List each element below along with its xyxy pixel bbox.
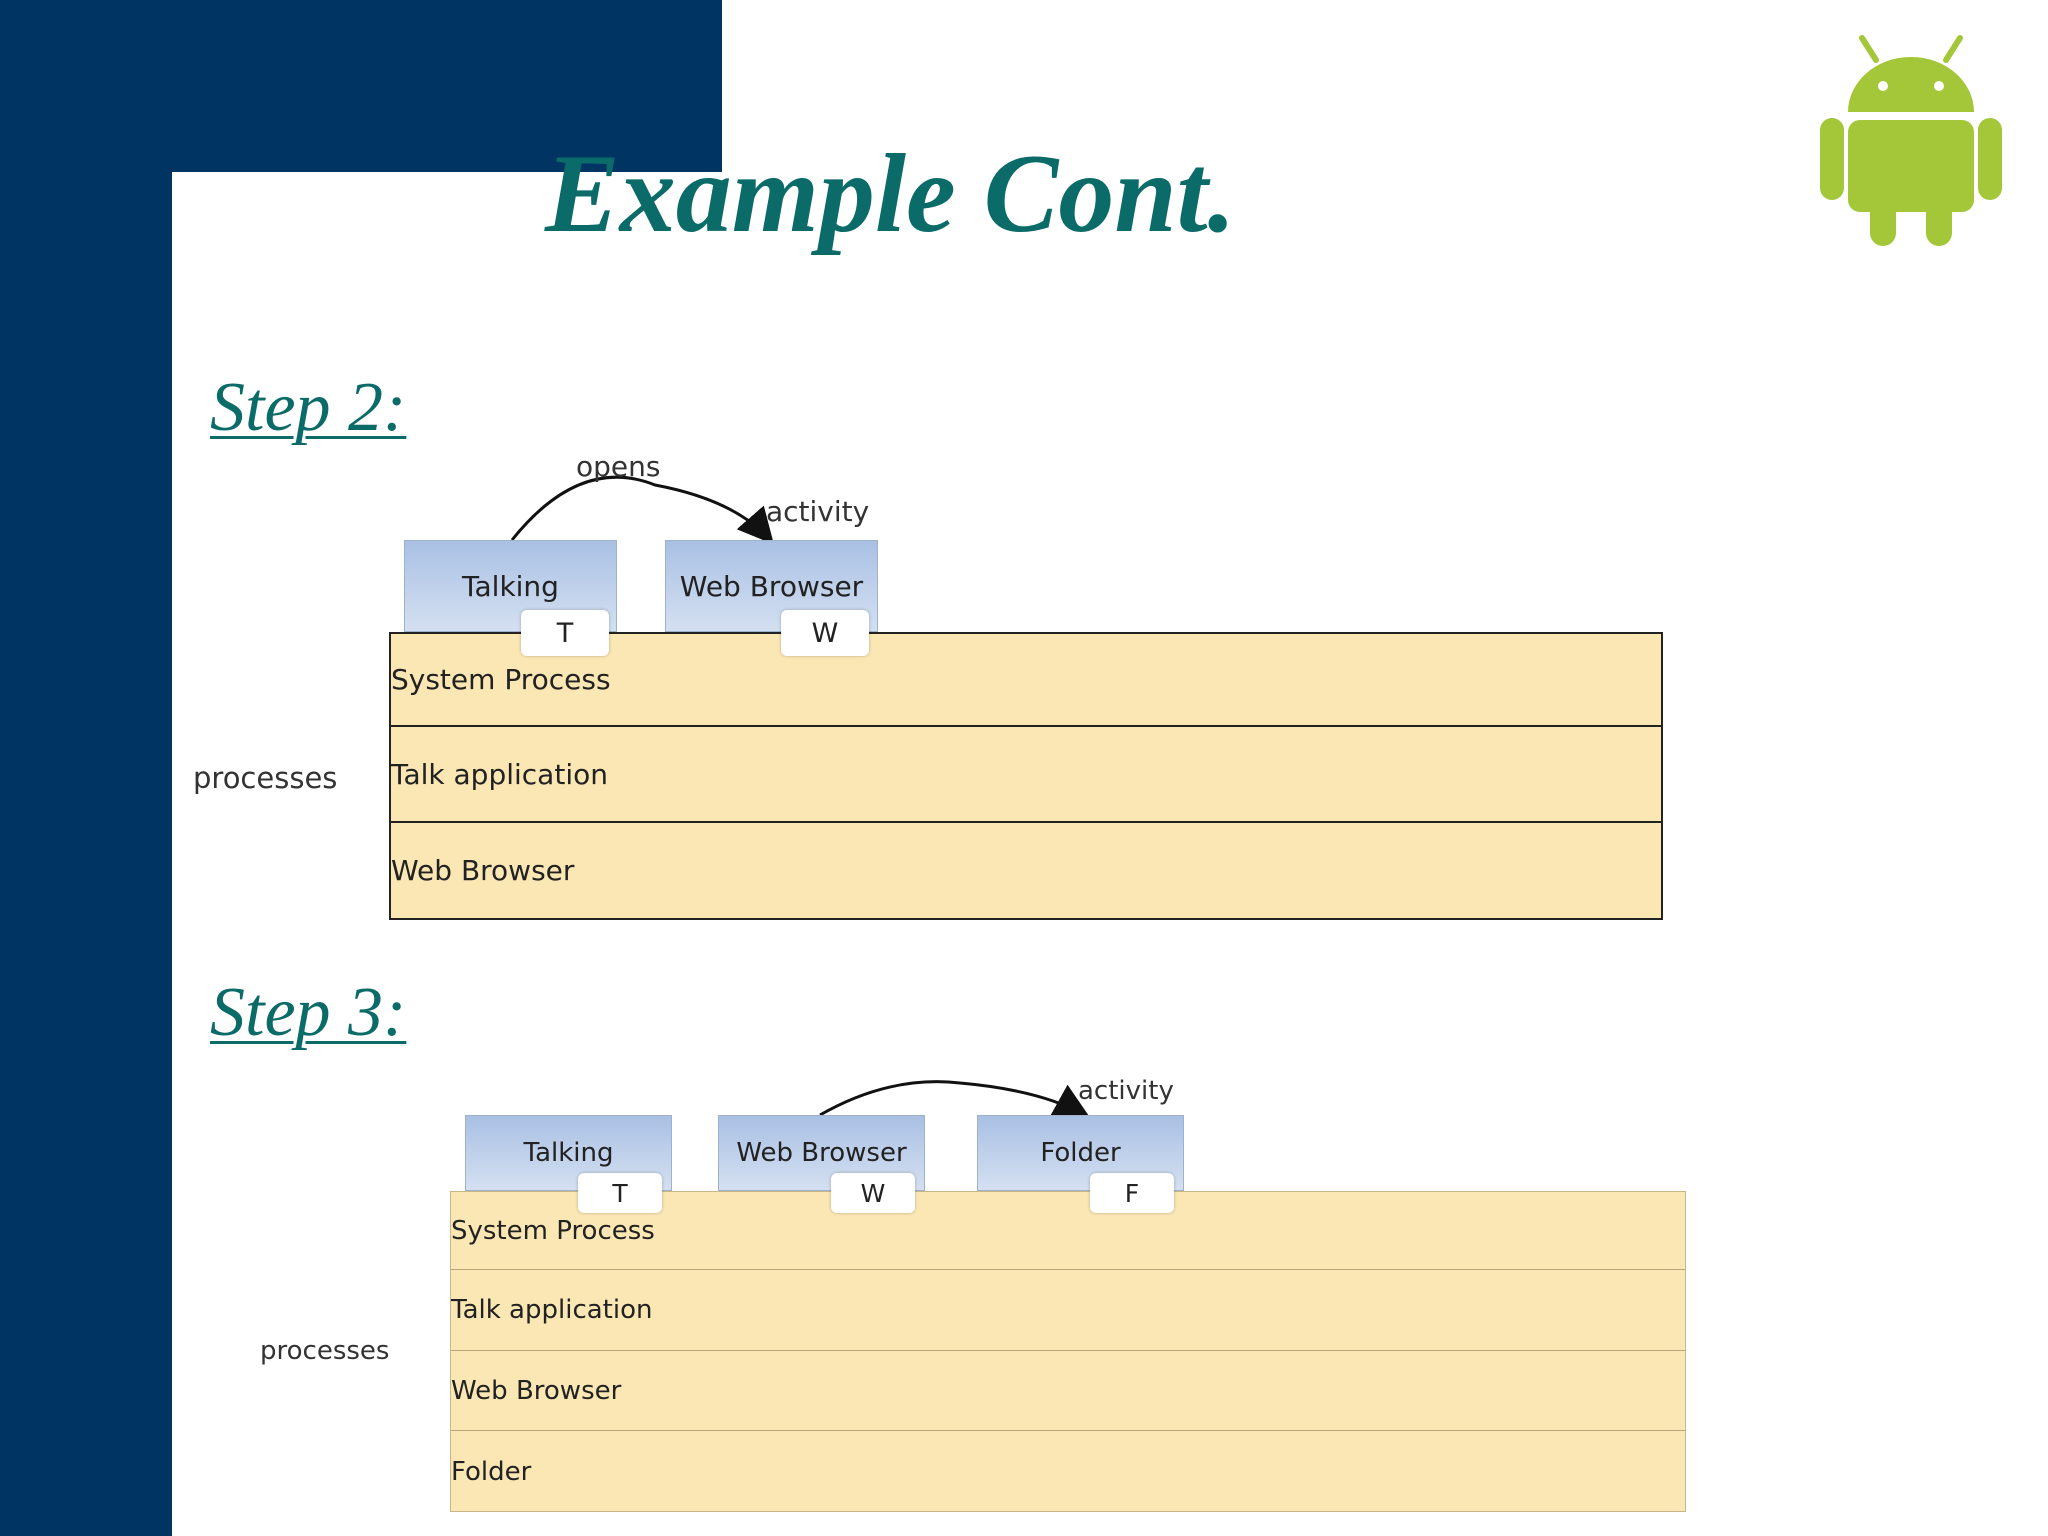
processes-side-label: processes xyxy=(260,1336,390,1366)
process-row: Talk application xyxy=(451,1270,1685,1351)
process-label: Folder xyxy=(451,1456,532,1487)
process-stack: System Process Talk application Web Brow… xyxy=(389,632,1663,920)
activity-label-text: Talking xyxy=(462,569,559,603)
slide-title: Example Cont. xyxy=(545,132,1236,256)
process-row: Web Browser xyxy=(451,1351,1685,1431)
activity-label-text: Talking xyxy=(523,1138,614,1168)
process-row: Web Browser xyxy=(391,823,1661,918)
activity-label: activity xyxy=(1078,1076,1174,1106)
left-frame-bar xyxy=(0,0,172,1536)
opens-label: opens xyxy=(576,450,661,483)
process-row: System Process xyxy=(391,634,1661,727)
step2-heading: Step 2: xyxy=(210,369,407,446)
process-label: Talk application xyxy=(391,757,608,791)
process-label: System Process xyxy=(451,1215,655,1246)
process-label: Talk application xyxy=(451,1295,653,1325)
process-row: System Process xyxy=(451,1192,1685,1270)
activity-tag: W xyxy=(781,610,869,656)
activity-label-text: Web Browser xyxy=(679,569,864,603)
process-label: Web Browser xyxy=(451,1375,622,1406)
processes-side-label: processes xyxy=(193,761,338,795)
process-stack: System Process Talk application Web Brow… xyxy=(450,1191,1686,1512)
process-label: Web Browser xyxy=(391,854,575,887)
activity-label: activity xyxy=(766,495,870,528)
activity-label-text: Web Browser xyxy=(736,1138,907,1168)
activity-talking: Talking xyxy=(465,1115,672,1191)
step3-heading: Step 3: xyxy=(210,974,407,1051)
activity-tag: W xyxy=(831,1173,915,1213)
activity-tag: T xyxy=(521,610,609,656)
process-row: Talk application xyxy=(391,727,1661,823)
activity-tag: F xyxy=(1090,1173,1174,1213)
android-robot-icon xyxy=(1820,35,2002,246)
process-label: System Process xyxy=(391,663,611,696)
process-row: Folder xyxy=(451,1431,1685,1512)
activity-tag: T xyxy=(578,1173,662,1213)
activity-label-text: Folder xyxy=(1040,1138,1121,1168)
top-frame-bar xyxy=(0,0,722,172)
